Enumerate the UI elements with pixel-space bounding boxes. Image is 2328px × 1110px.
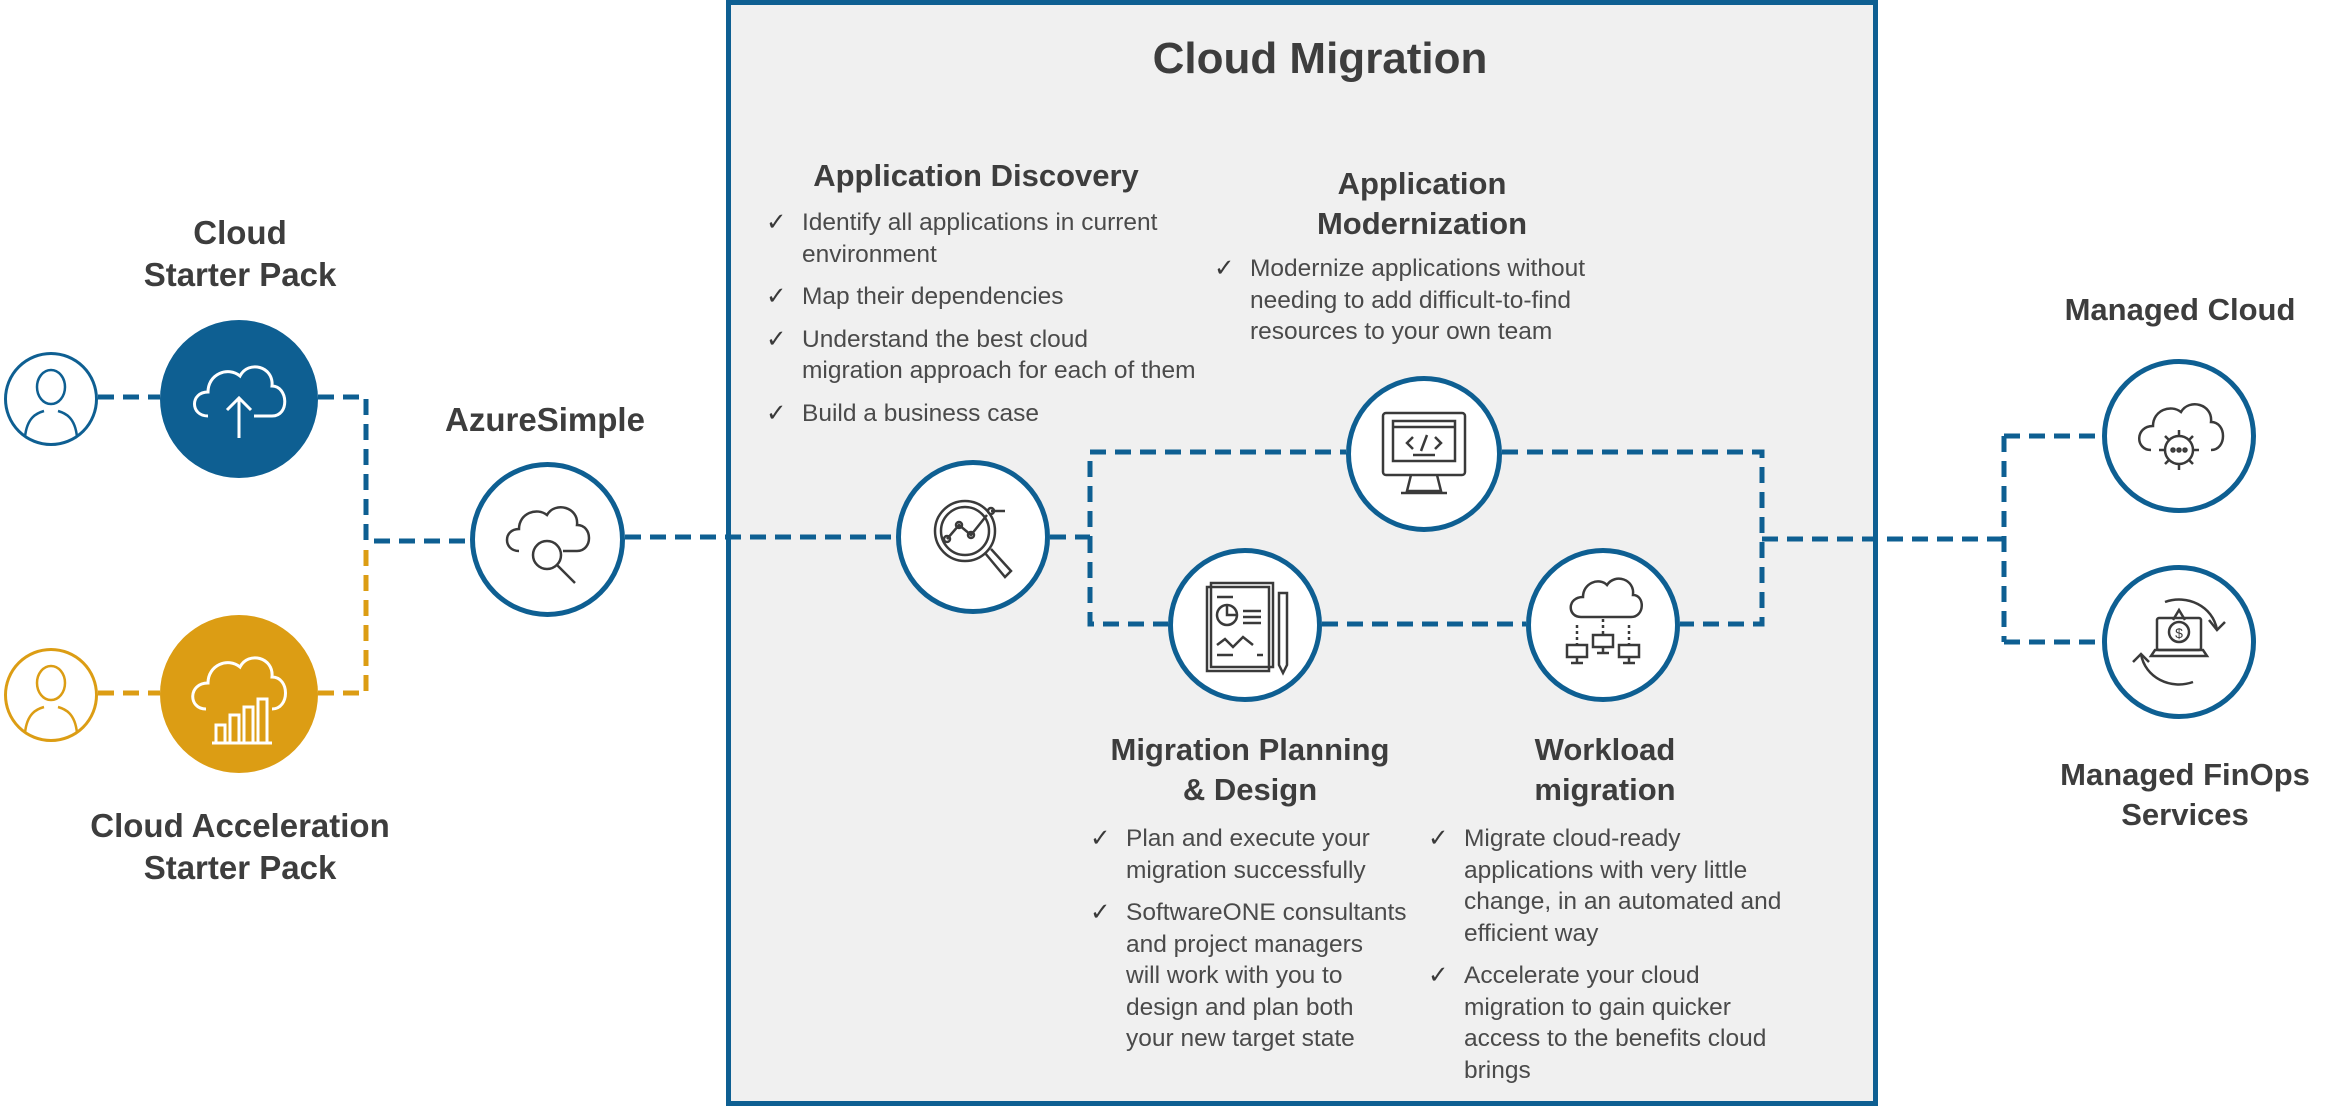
- item-line: Build a business case: [802, 399, 1039, 427]
- item-line: SoftwareONE consultants: [1126, 899, 1407, 926]
- checklist-item: ✓ Build a business case: [766, 398, 1266, 430]
- item-line: brings: [1464, 1056, 1531, 1084]
- checklist-item: ✓ SoftwareONE consultants and project mana…: [1090, 897, 1450, 1055]
- svg-text:$: $: [2175, 625, 2183, 641]
- item-line: and project managers: [1126, 930, 1363, 958]
- checklist-item: ✓ Modernize applications without needing t…: [1214, 253, 1664, 348]
- discovery-title: Application Discovery: [813, 158, 1139, 193]
- workload-checklist: ✓ Migrate cloud-ready applications with ve…: [1428, 823, 1848, 1097]
- item-line: migration successfully: [1126, 856, 1366, 884]
- planning-line1: Migration Planning: [1110, 732, 1390, 767]
- monitor-code-icon: [1346, 376, 1502, 532]
- planning-line2: & Design: [1182, 772, 1318, 807]
- managed-cloud-title: Managed Cloud: [2064, 292, 2296, 327]
- connector-to-managed-services: [1762, 433, 2102, 645]
- modernization-line2: Modernization: [1316, 206, 1528, 241]
- azuresimple-title: AzureSimple: [445, 401, 645, 438]
- check-icon: ✓: [766, 325, 787, 353]
- check-icon: ✓: [1428, 962, 1449, 989]
- item-line: applications with very little: [1464, 856, 1748, 884]
- user-icon: [4, 648, 98, 742]
- connector-modernization-merge: [1502, 449, 1765, 627]
- workload-title: Workload migration: [1440, 730, 1770, 810]
- magnifier-analytics-icon: [896, 460, 1050, 614]
- laptop-money-cycle-icon: $: [2102, 565, 2256, 719]
- checklist-item: ✓ Accelerate your cloud migration to gain …: [1428, 960, 1848, 1086]
- acceleration-pack-line2: Starter Pack: [143, 849, 337, 886]
- item-line: Accelerate your cloud: [1464, 962, 1700, 989]
- discovery-checklist: ✓ Identify all applications in current env…: [766, 207, 1266, 440]
- cloud-chart-icon: [160, 615, 318, 773]
- finops-line1: Managed FinOps: [2060, 757, 2310, 792]
- checklist-item: ✓ Identify all applications in current env…: [766, 207, 1266, 270]
- check-icon: ✓: [1090, 899, 1111, 926]
- workload-line1: Workload: [1534, 732, 1676, 767]
- item-line: Identify all applications in current: [802, 209, 1158, 236]
- starter-pack-line2: Starter Pack: [143, 256, 337, 293]
- item-line: resources to your own team: [1250, 318, 1553, 345]
- planning-checklist: ✓ Plan and execute your migration successf…: [1090, 823, 1450, 1066]
- cloud-search-icon: [470, 462, 625, 617]
- item-line: efficient way: [1464, 919, 1599, 947]
- check-icon: ✓: [1090, 825, 1111, 852]
- panel-title: Cloud Migration: [1152, 34, 1488, 83]
- check-icon: ✓: [1214, 255, 1235, 282]
- acceleration-pack-line1: Cloud Acceleration: [90, 807, 390, 844]
- item-line: Modernize applications without: [1250, 255, 1586, 282]
- workload-line2: migration: [1534, 772, 1676, 807]
- connector-acceleration-to-azuresimple: [98, 548, 369, 696]
- item-line: migration approach for each of them: [802, 357, 1196, 384]
- item-line: environment: [802, 240, 937, 268]
- item-line: Map their dependencies: [802, 283, 1064, 310]
- planning-title: Migration Planning & Design: [1080, 730, 1420, 810]
- document-report-icon: [1168, 548, 1322, 702]
- connector-discovery-branch: [1050, 449, 1346, 627]
- check-icon: ✓: [766, 283, 787, 310]
- finops-line2: Services: [2121, 797, 2249, 832]
- modernization-line1: Application: [1337, 166, 1507, 201]
- cloud-gear-icon: [2102, 359, 2256, 513]
- connector-starter-to-azuresimple: [98, 394, 470, 544]
- item-line: needing to add difficult-to-find: [1250, 286, 1571, 314]
- starter-pack-line1: Cloud: [193, 214, 287, 251]
- item-line: Plan and execute your: [1126, 825, 1370, 852]
- item-line: will work with you to: [1126, 962, 1343, 989]
- check-icon: ✓: [766, 399, 787, 427]
- modernization-checklist: ✓ Modernize applications without needing t…: [1214, 253, 1664, 359]
- checklist-item: ✓ Migrate cloud-ready applications with ve…: [1428, 823, 1848, 949]
- item-line: design and plan both: [1126, 993, 1354, 1021]
- item-line: migration to gain quicker: [1464, 993, 1731, 1021]
- check-icon: ✓: [766, 209, 787, 236]
- checklist-item: ✓ Plan and execute your migration successf…: [1090, 823, 1450, 886]
- cloud-network-icon: [1526, 548, 1680, 702]
- item-line: Understand the best cloud: [802, 325, 1089, 353]
- modernization-title: Application Modernization: [1252, 164, 1592, 244]
- checklist-item: ✓ Understand the best cloud migration appr…: [766, 324, 1266, 387]
- item-line: access to the benefits cloud: [1464, 1025, 1767, 1052]
- check-icon: ✓: [1428, 825, 1449, 852]
- checklist-item: ✓ Map their dependencies: [766, 281, 1266, 313]
- cloud-upload-icon: [160, 320, 318, 478]
- acceleration-pack-title: Cloud Acceleration Starter Pack: [60, 805, 420, 889]
- finops-title: Managed FinOps Services: [2020, 755, 2328, 835]
- user-icon: [4, 352, 98, 446]
- starter-pack-title: Cloud Starter Pack: [90, 212, 390, 296]
- item-line: your new target state: [1126, 1025, 1355, 1052]
- item-line: change, in an automated and: [1464, 888, 1782, 915]
- item-line: Migrate cloud-ready: [1464, 825, 1681, 852]
